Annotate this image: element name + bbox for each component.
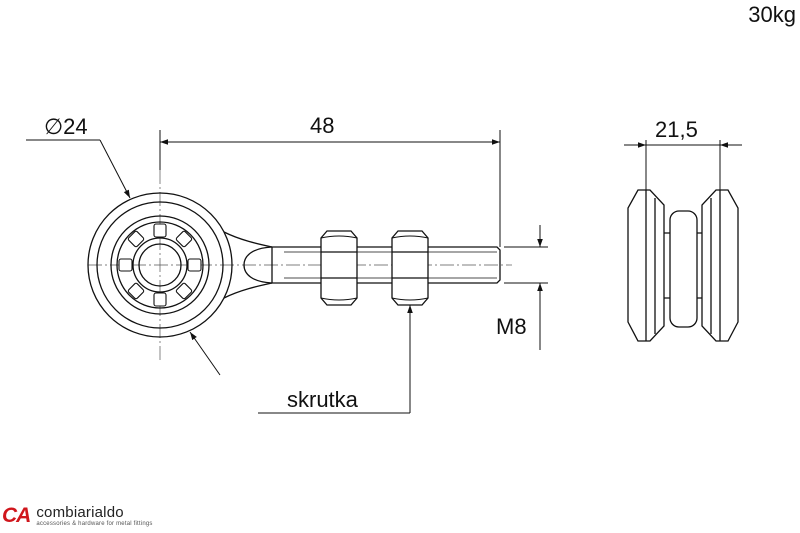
wheel-side-view xyxy=(627,189,739,342)
load-rating: 30kg xyxy=(748,2,796,27)
length-label: 48 xyxy=(310,113,334,138)
width-label: 21,5 xyxy=(655,117,698,142)
width-dimension xyxy=(624,140,742,190)
diameter-dimension xyxy=(26,139,221,376)
brand-logo: CA combiarialdo accessories & hardware f… xyxy=(2,505,153,531)
diameter-label: ∅24 xyxy=(44,114,88,139)
thread-label: M8 xyxy=(496,314,527,339)
hex-nut-1 xyxy=(320,230,358,306)
thread-dimension xyxy=(504,225,548,350)
bolt-callout xyxy=(258,305,413,414)
bolt-label: skrutka xyxy=(287,387,359,412)
center-lines xyxy=(88,170,512,360)
hex-nut-2 xyxy=(391,230,429,306)
length-dimension xyxy=(159,130,501,247)
brand-tagline: accessories & hardware for metal fitting… xyxy=(36,521,153,527)
inner-bushing xyxy=(132,237,188,293)
threaded-stud xyxy=(271,246,501,284)
brand-mark: CA xyxy=(2,504,31,527)
brand-name: combiarialdo xyxy=(36,504,124,521)
rod-end-eye xyxy=(87,192,273,338)
bearing-balls xyxy=(118,223,202,307)
